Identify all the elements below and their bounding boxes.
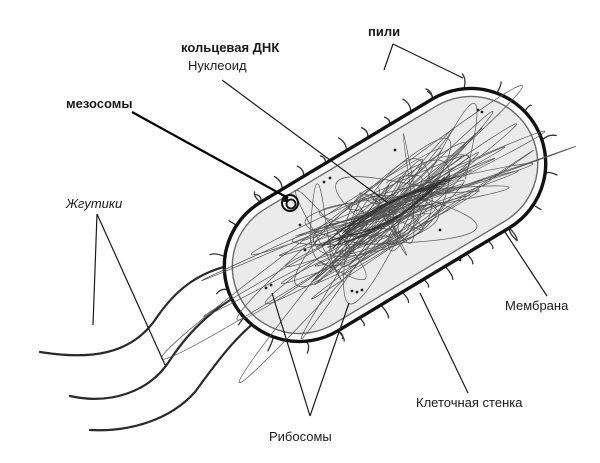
- pilus: [273, 175, 283, 190]
- dna-strand: [310, 154, 471, 267]
- pilus: [444, 265, 454, 280]
- pilus: [380, 304, 390, 319]
- pilus: [209, 253, 226, 258]
- pilus: [296, 165, 305, 178]
- ribosome-dot: [303, 248, 307, 252]
- ribosome-dot: [438, 228, 442, 232]
- pilus: [360, 126, 369, 139]
- ribosome-dot: [355, 290, 359, 294]
- ribosome-dot: [458, 258, 462, 262]
- dna-strand: [312, 159, 453, 257]
- ribosome-dot: [480, 110, 484, 114]
- ribosome-dot: [298, 223, 302, 227]
- pilus: [402, 98, 412, 113]
- ribosome-dot: [269, 283, 273, 287]
- dna-strand: [343, 103, 478, 305]
- pilus: [337, 137, 348, 152]
- label-ring-dna: кольцевая ДНК: [181, 40, 279, 55]
- pointer-lines: [92, 43, 548, 417]
- ribosome-dot: [476, 108, 480, 112]
- ribosome-dot: [264, 286, 268, 290]
- dna-strand: [335, 176, 510, 247]
- label-nucleoid: Нуклеоид: [188, 58, 247, 73]
- ribosome-dot: [393, 148, 397, 152]
- ribosome-dot: [360, 288, 364, 292]
- dna-strand: [236, 138, 471, 321]
- dna-strand: [315, 148, 442, 246]
- label-membrane: Мембрана: [505, 298, 569, 313]
- dna-coil: [347, 182, 435, 236]
- dna-coil: [342, 186, 441, 234]
- label-ribosomes: Рибосомы: [269, 429, 332, 444]
- ribosome-dot: [328, 176, 332, 180]
- ribosome-dot: [322, 180, 326, 184]
- dna-coil: [343, 179, 441, 243]
- dna-strand: [311, 150, 534, 300]
- label-cell-wall: Клеточная стенка: [416, 395, 523, 410]
- ribosome-dots: [264, 108, 484, 294]
- ribosome-dot: [350, 289, 354, 293]
- flagella: [38, 260, 270, 432]
- pilus: [544, 171, 558, 176]
- dna-strand: [304, 133, 416, 248]
- pilus: [461, 73, 466, 90]
- label-pili: пили: [368, 24, 400, 39]
- dna-strand: [336, 162, 534, 257]
- pilus: [305, 340, 310, 354]
- pilus: [401, 291, 410, 304]
- pilus: [267, 336, 274, 352]
- label-flagella: Жгутики: [65, 196, 122, 211]
- label-mesosomes: мезосомы: [66, 96, 132, 111]
- pilus: [541, 134, 557, 141]
- pilus: [465, 252, 474, 265]
- pilus: [496, 81, 502, 94]
